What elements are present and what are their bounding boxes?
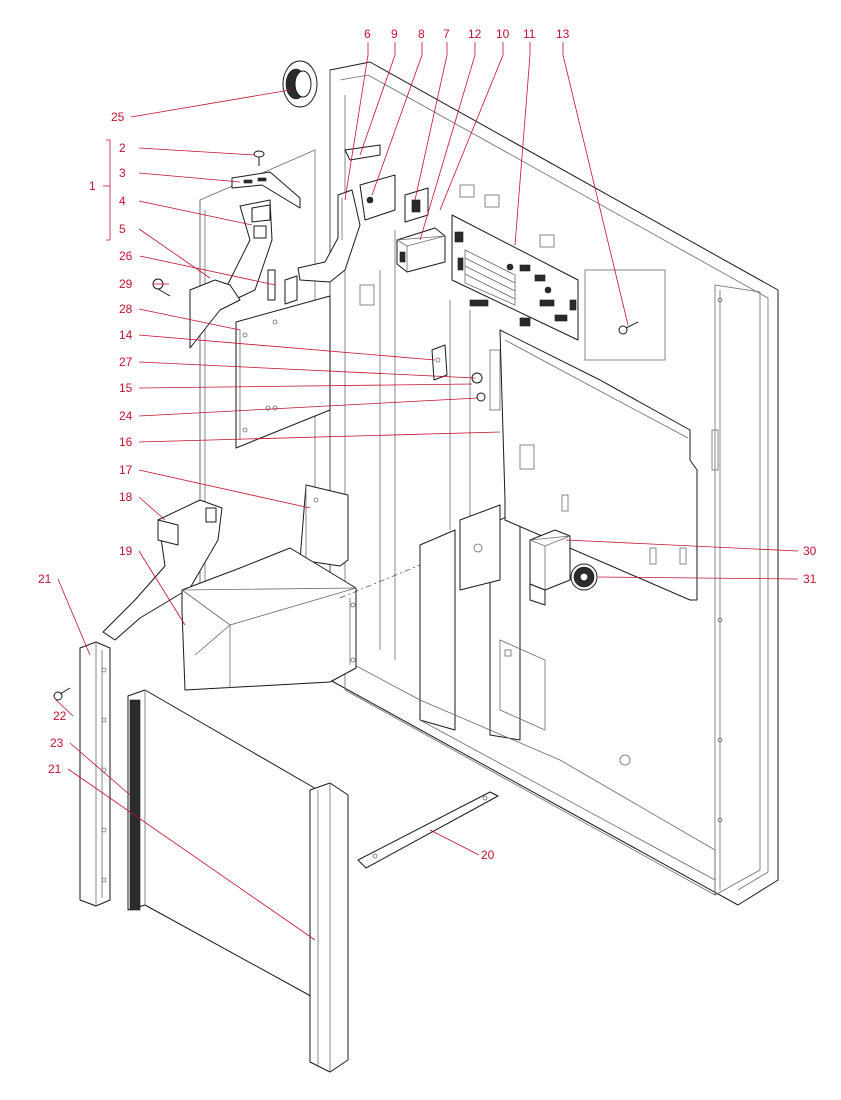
part-9-clip [344, 144, 381, 161]
callout-9: 9 [391, 27, 398, 41]
callout-29: 29 [119, 277, 133, 291]
callout-15: 15 [119, 381, 133, 395]
callout-21b: 21 [48, 762, 62, 776]
part-29-screw [152, 278, 171, 297]
part-27-clamp [431, 344, 448, 381]
part-28-panel [235, 295, 331, 449]
part-2-screw [253, 150, 265, 166]
callout-12: 12 [468, 27, 482, 41]
callout-13: 13 [556, 27, 570, 41]
part-12-transformer [395, 227, 446, 273]
callout-24: 24 [119, 409, 133, 423]
part-30-block [529, 529, 571, 606]
callout-8: 8 [418, 27, 425, 41]
part-24-screw [476, 392, 486, 402]
callout-30: 30 [803, 544, 817, 558]
part-4-bracket [219, 199, 273, 301]
part-26-plate [267, 269, 298, 305]
callout-26: 26 [119, 249, 133, 263]
part-25-grommet [282, 60, 318, 108]
callout-31: 31 [803, 572, 817, 586]
callout-25: 25 [111, 110, 125, 124]
callout-28: 28 [119, 302, 133, 316]
callout-18: 18 [119, 490, 133, 504]
part-20-strap [357, 791, 499, 869]
callout-14: 14 [119, 328, 133, 342]
part-7-switch [404, 187, 429, 223]
part-19-duct [180, 547, 357, 691]
part-22-screw [53, 687, 71, 701]
callout-2: 2 [119, 141, 126, 155]
alignment-line [339, 564, 421, 599]
callout-5: 5 [119, 222, 126, 236]
callout-16: 16 [119, 435, 133, 449]
callout-21a: 21 [38, 572, 52, 586]
part-6-bracket [297, 189, 361, 283]
callout-17: 17 [119, 463, 133, 477]
callout-22: 22 [53, 709, 67, 723]
callout-27: 27 [119, 355, 133, 369]
callout-4: 4 [119, 194, 126, 208]
callout-11: 11 [523, 27, 536, 41]
part-5-base [189, 279, 241, 349]
callout-6: 6 [364, 27, 371, 41]
part-21-rail-right [309, 782, 349, 1073]
callout-19: 19 [119, 544, 133, 558]
part-8-bracket [359, 174, 396, 221]
callout-labels: 1 2 3 4 5 6 7 8 9 10 11 12 13 14 15 16 1… [38, 27, 817, 862]
part-31-gear [570, 563, 598, 591]
callout-1: 1 [89, 179, 96, 193]
part-11-pcb [451, 214, 579, 341]
part-13-screw [618, 321, 639, 335]
leader-lines [55, 42, 799, 941]
callout-10: 10 [496, 27, 510, 41]
callout-20: 20 [481, 848, 495, 862]
part-23-panel [127, 689, 319, 1001]
part-17-bracket [299, 484, 349, 567]
callout-23: 23 [50, 736, 64, 750]
part-18-bracket [102, 499, 223, 641]
callout-3: 3 [119, 166, 126, 180]
callout-7: 7 [443, 27, 450, 41]
part-3-plate [231, 171, 301, 209]
part-21-rail-left [79, 641, 111, 907]
